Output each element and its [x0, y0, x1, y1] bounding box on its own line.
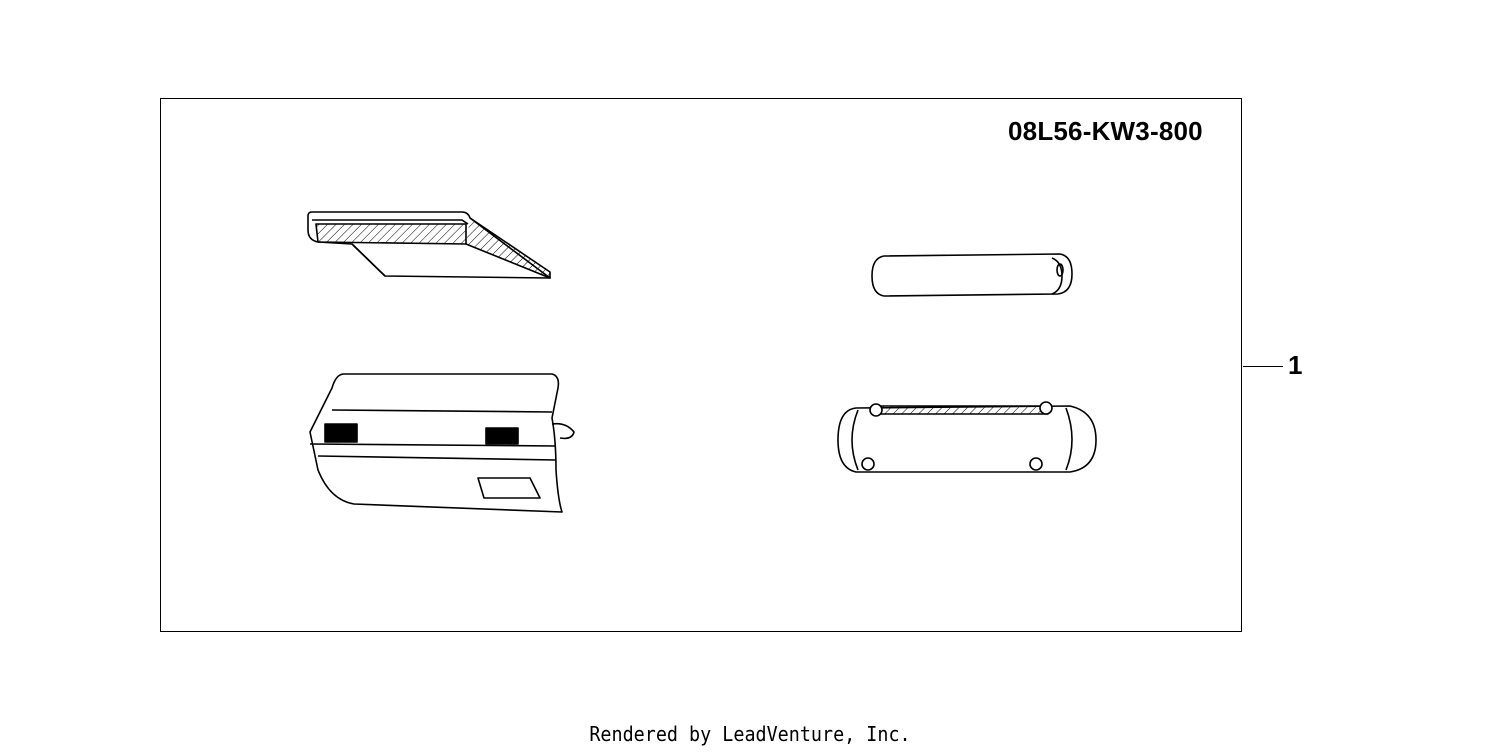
part-number-label: 08L56-KW3-800: [1008, 116, 1203, 146]
callout-leader-line: [1243, 366, 1283, 367]
rear-bag-icon: [309, 373, 575, 513]
flat-pouch-icon: [307, 211, 551, 279]
roll-bag-icon: [837, 401, 1097, 473]
callout-number[interactable]: 1: [1288, 350, 1303, 380]
diagram-frame: [160, 98, 1242, 632]
footer-credit: Rendered by LeadVenture, Inc.: [589, 722, 911, 746]
cylinder-pouch-icon: [871, 253, 1073, 297]
